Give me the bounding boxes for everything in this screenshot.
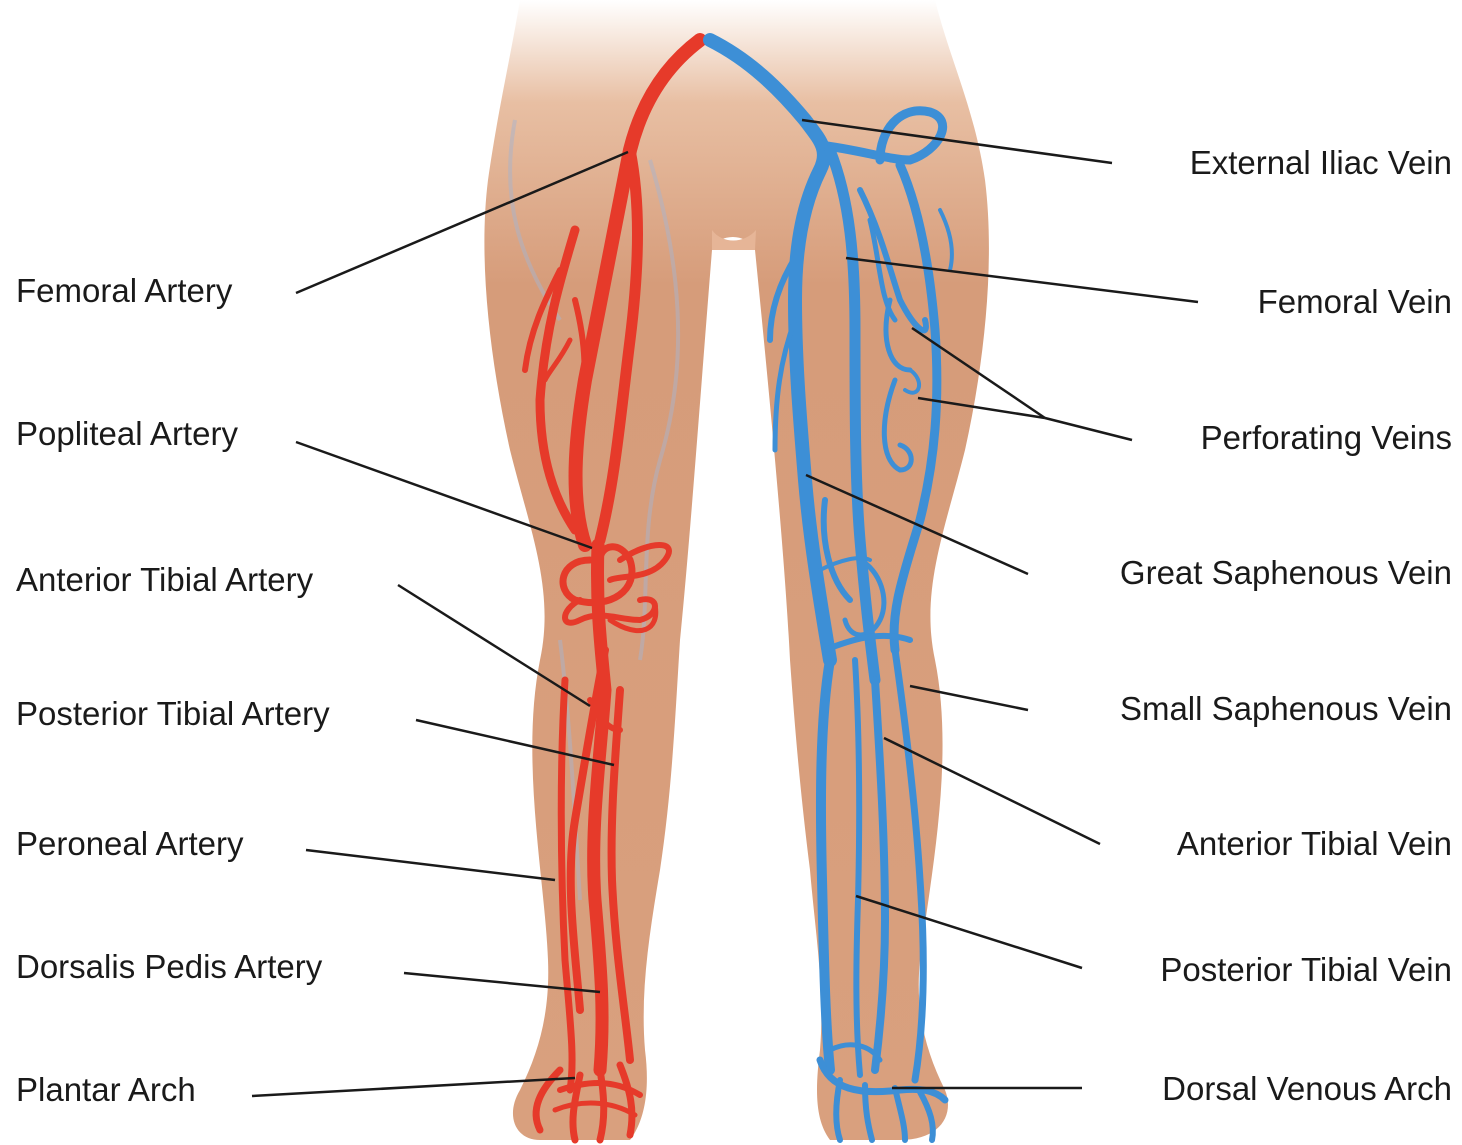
label-great-saphenous-vein: Great Saphenous Vein bbox=[1120, 556, 1452, 589]
leader-peroneal-artery bbox=[306, 850, 555, 880]
leader-perforating-veins-a bbox=[1045, 418, 1132, 440]
legs-silhouette bbox=[484, 0, 989, 1140]
label-peroneal-artery: Peroneal Artery bbox=[16, 827, 243, 860]
label-femoral-vein: Femoral Vein bbox=[1258, 285, 1452, 318]
label-popliteal-artery: Popliteal Artery bbox=[16, 417, 238, 450]
label-femoral-artery: Femoral Artery bbox=[16, 274, 232, 307]
label-anterior-tibial-vein: Anterior Tibial Vein bbox=[1177, 827, 1452, 860]
label-dorsalis-pedis-artery: Dorsalis Pedis Artery bbox=[16, 950, 322, 983]
label-dorsal-venous-arch: Dorsal Venous Arch bbox=[1162, 1072, 1452, 1105]
label-plantar-arch: Plantar Arch bbox=[16, 1073, 196, 1106]
label-small-saphenous-vein: Small Saphenous Vein bbox=[1120, 692, 1452, 725]
label-posterior-tibial-artery: Posterior Tibial Artery bbox=[16, 697, 330, 730]
label-anterior-tibial-artery: Anterior Tibial Artery bbox=[16, 563, 313, 596]
label-perforating-veins: Perforating Veins bbox=[1201, 421, 1452, 454]
leader-lines bbox=[252, 120, 1198, 1096]
label-posterior-tibial-vein: Posterior Tibial Vein bbox=[1160, 953, 1452, 986]
label-external-iliac-vein: External Iliac Vein bbox=[1190, 146, 1452, 179]
